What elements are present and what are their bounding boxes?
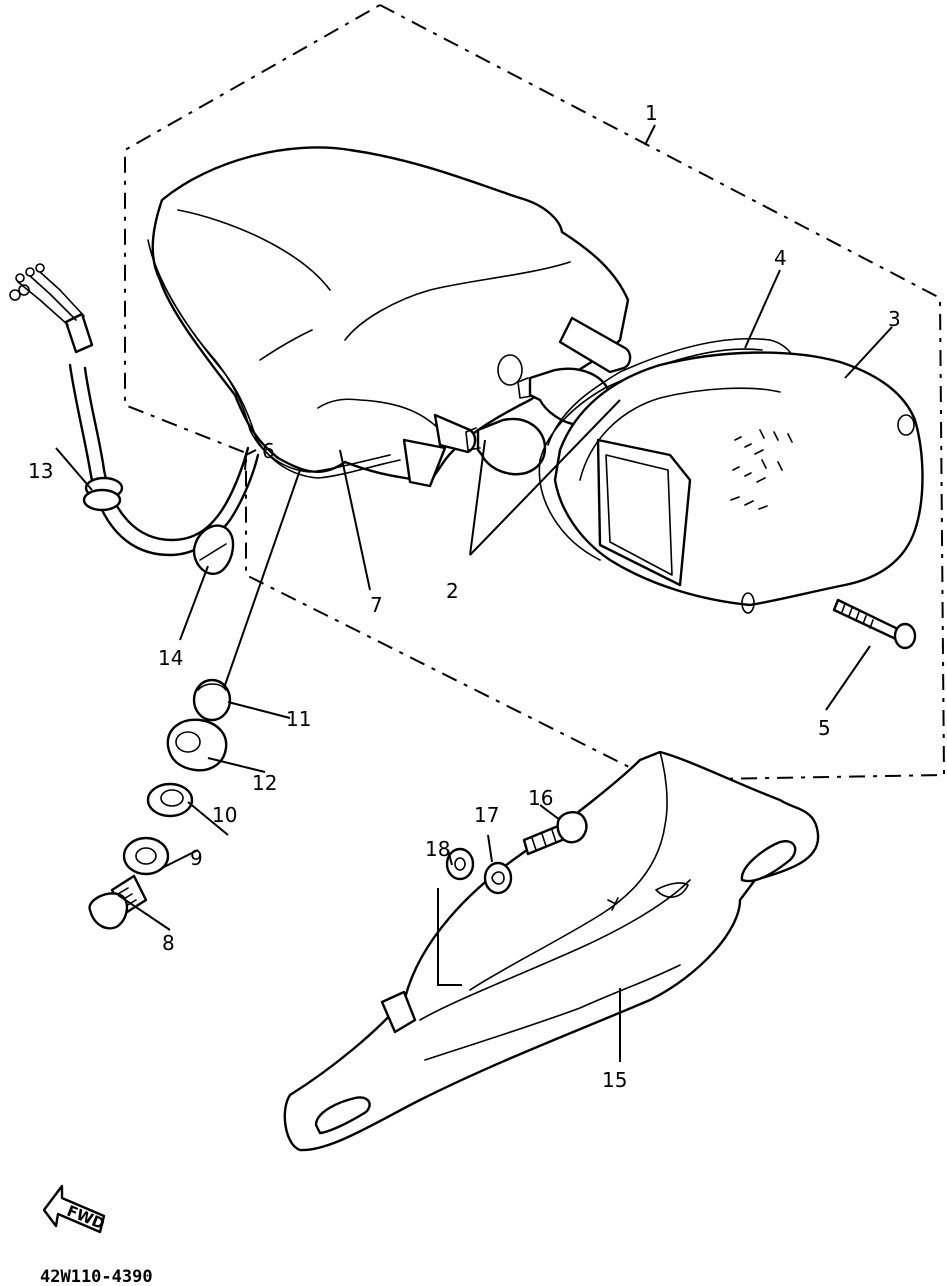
assembly-boundary: [124, 3, 946, 782]
callout-10: 10: [212, 803, 237, 827]
lens-gasket: [538, 337, 799, 561]
part-number: 42W110-4390: [40, 1267, 153, 1286]
wire-harness: [9, 263, 260, 575]
lens-screw: [832, 598, 917, 650]
callout-3: 3: [888, 307, 901, 331]
callout-9: 9: [190, 846, 203, 870]
callout-11: 11: [286, 707, 311, 731]
callout-4: 4: [774, 246, 787, 270]
callout-2: 2: [446, 579, 459, 603]
callout-1: 1: [645, 101, 658, 125]
fwd-label: FWD: [64, 1202, 107, 1233]
callout-leaders: [55, 124, 893, 1062]
taillight-housing: [147, 146, 632, 488]
callout-18: 18: [425, 837, 450, 861]
callout-7: 7: [370, 593, 383, 617]
callout-13: 13: [28, 459, 53, 483]
callout-6: 6: [262, 439, 275, 463]
callout-5: 5: [818, 716, 831, 740]
callout-labels: 1 2 3 4 5 6 7 8 9 10 11 12 13 14 15 16 1…: [28, 101, 901, 1092]
callout-16: 16: [528, 786, 553, 810]
callout-8: 8: [162, 931, 175, 955]
license-bracket: [283, 750, 820, 1152]
callout-15: 15: [602, 1068, 627, 1092]
forward-arrow-icon: FWD: [42, 1184, 107, 1234]
bracket-bolt: [445, 811, 588, 895]
taillight-lens: [553, 351, 924, 614]
fastener-stack: [88, 678, 232, 930]
callout-12: 12: [252, 771, 277, 795]
callout-14: 14: [158, 646, 183, 670]
callout-17: 17: [474, 803, 499, 827]
